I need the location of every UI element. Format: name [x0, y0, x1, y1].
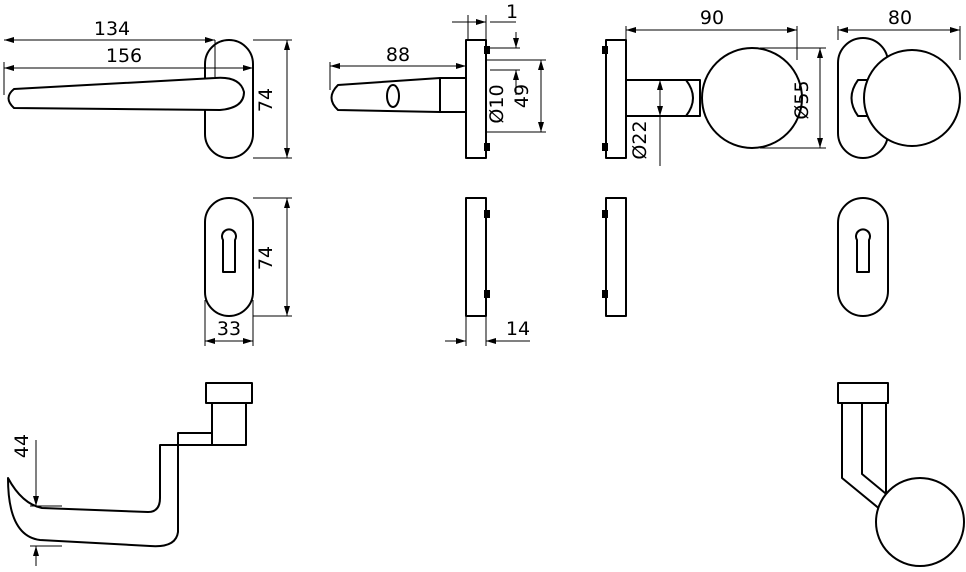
lever-top-view: 44 — [7, 382, 253, 566]
dim-label-134: 134 — [94, 18, 130, 40]
key-rose-side-view: 14 — [445, 197, 530, 346]
knob-rose-side-plate — [605, 197, 627, 317]
knob-front-ball — [863, 49, 961, 147]
rose-fixing-mark — [484, 290, 490, 298]
rose-fixing-mark — [602, 290, 608, 298]
rose-side-plate — [465, 197, 487, 317]
side-rose-plate — [465, 39, 487, 159]
knob-neck — [625, 79, 701, 117]
lever-end-ellipse — [386, 84, 400, 108]
rose-fixing-mark — [484, 143, 490, 151]
dim-label-88: 88 — [386, 44, 410, 66]
rose-fixing-mark — [602, 210, 608, 218]
dim-label-90: 90 — [700, 7, 724, 29]
knob-key-rose-front-view — [837, 197, 889, 317]
lever-handle-body — [7, 76, 245, 111]
dim-label-74-top: 74 — [255, 88, 277, 112]
dim-label-14: 14 — [506, 318, 530, 340]
rose-fixing-mark — [602, 46, 608, 54]
knob-side-view: 90 Ø55 Ø22 — [602, 7, 826, 166]
dim-label-neck-diameter: Ø22 — [629, 120, 651, 159]
dim-label-44: 44 — [11, 434, 33, 458]
knob-cylinder-keyhole — [855, 228, 871, 273]
knob-ball — [701, 47, 803, 149]
knob-top-view — [837, 382, 965, 567]
knob-neck-shading — [685, 79, 694, 117]
lever-side-view: 88 1 Ø10 49 — [329, 1, 546, 159]
lever-neck — [439, 77, 467, 113]
dim-label-74-bottom: 74 — [255, 246, 277, 270]
lever-top-shank — [211, 402, 247, 446]
rose-fixing-mark — [602, 143, 608, 151]
knob-rose-side-view — [602, 197, 627, 317]
knob-top-rose — [837, 382, 889, 404]
dim-label-knob-diameter: Ø55 — [791, 80, 813, 119]
knob-front-view: 80 — [837, 7, 961, 159]
rose-fixing-mark — [484, 210, 490, 218]
lever-front-view: 134 156 74 — [3, 18, 292, 159]
dim-label-156: 156 — [106, 45, 142, 67]
knob-top-ball — [875, 477, 965, 567]
dim-label-80: 80 — [888, 7, 912, 29]
dim-label-49: 49 — [511, 84, 533, 108]
lever-top-rose — [205, 382, 253, 404]
lever-side-grip — [330, 77, 441, 113]
dim-label-1: 1 — [506, 1, 518, 23]
cylinder-keyhole — [221, 228, 237, 273]
rose-fixing-mark — [484, 46, 490, 54]
dim-label-33: 33 — [217, 318, 241, 340]
knob-rose-plate — [605, 39, 627, 159]
lever-top-grip — [7, 432, 213, 548]
dim-label-spindle-diameter: Ø10 — [486, 84, 508, 123]
key-rose-front-view: 74 33 — [204, 197, 292, 346]
